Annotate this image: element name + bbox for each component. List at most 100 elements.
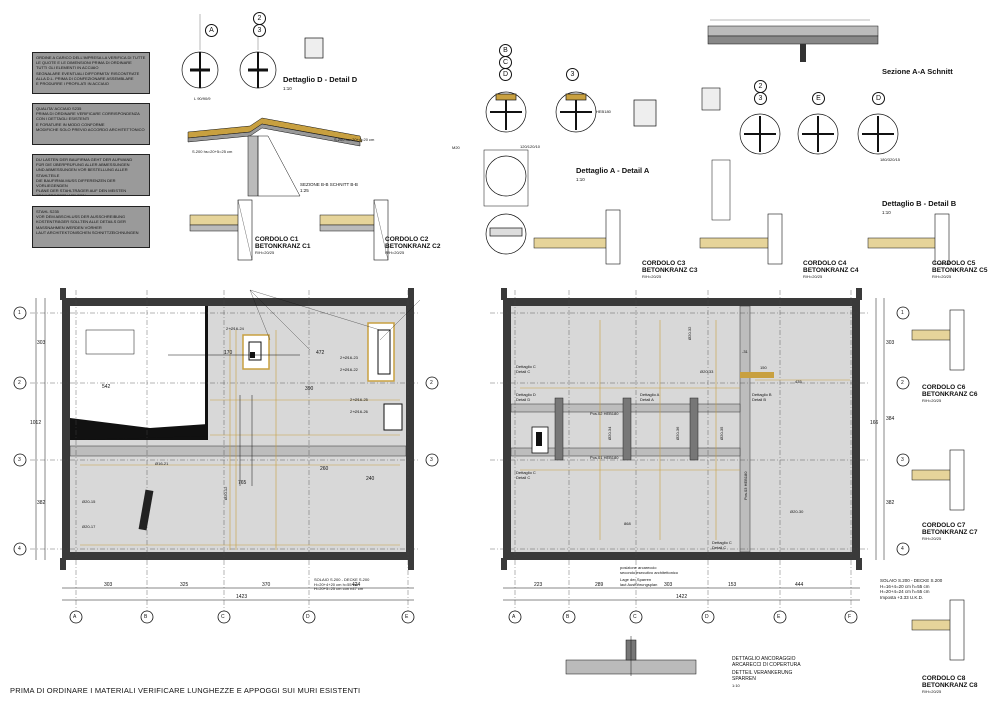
detail-b-title: Dettaglio B - Detail B bbox=[882, 199, 957, 208]
left-side-dim-3: 1012 bbox=[30, 420, 42, 426]
grid-bubble-d: D bbox=[499, 68, 512, 81]
right-callout-35: Ø20-35 bbox=[719, 426, 724, 440]
cordolo-c6-title: CORDOLO C6 bbox=[922, 384, 966, 391]
right-note-sparren: Lage der Sparren laut Ausführungsplan bbox=[620, 577, 658, 587]
row-label-4: 4 bbox=[18, 546, 21, 552]
right-dim-4: 153 bbox=[728, 582, 737, 588]
callout-22: 2+Ø16-22 bbox=[340, 367, 358, 372]
section-bb-drawing bbox=[187, 117, 363, 197]
left-dim-3: 370 bbox=[262, 582, 271, 588]
cordolo-c5-scale: R/H=20/25 bbox=[932, 274, 952, 279]
col-label-d: D bbox=[306, 614, 310, 620]
section-bb-title: SEZIONE B-B SCHNITT B-B bbox=[300, 182, 358, 187]
callout-26: 2+Ø16-26 bbox=[350, 409, 368, 414]
right-side-dim-2: 384 bbox=[886, 416, 895, 422]
right-side-dim-1: 303 bbox=[886, 340, 895, 346]
callout-21: Ø16-21 bbox=[155, 461, 169, 466]
grid-bubble-3c: 3 bbox=[754, 92, 767, 105]
cordolo-c2-scale: R/H=20/25 bbox=[385, 250, 405, 255]
row-label-2: 2 bbox=[18, 380, 21, 386]
col-label-a: A bbox=[73, 614, 77, 620]
cordolo-c5-title: CORDOLO C5 bbox=[932, 260, 976, 267]
beam-pos01: Pos.01 HEB180 bbox=[590, 455, 619, 460]
cordolo-c1-scale: R/H=20/25 bbox=[255, 250, 275, 255]
tag-detail-c-it-2: Dettaglio C bbox=[516, 470, 536, 475]
left-dim-2: 325 bbox=[180, 582, 189, 588]
cordolo-c3-c5-drawing bbox=[533, 209, 950, 265]
right-callout-150: 150 bbox=[760, 365, 767, 370]
label-plate-small: 120/120/10 bbox=[520, 144, 541, 149]
inner-dim-5: 260 bbox=[320, 466, 329, 472]
callout-17: Ø20-17 bbox=[82, 524, 96, 529]
cordolo-c6-sub: BETONKRANZ C6 bbox=[922, 391, 978, 398]
right-col-label-b: B bbox=[566, 614, 570, 620]
tag-detail-a-it: Dettaglio A bbox=[640, 392, 660, 397]
grid-bubble-3b: 3 bbox=[566, 68, 579, 81]
left-dim-4: 424 bbox=[352, 582, 361, 588]
grid-bubble-a: A bbox=[205, 24, 218, 37]
tag-detail-b-it: Dettaglio B bbox=[752, 392, 772, 397]
right-callout-34: Ø20-34 bbox=[607, 426, 612, 440]
left-dim-total: 1423 bbox=[236, 594, 248, 600]
right-col-label-f: F bbox=[848, 614, 852, 620]
right-dim-5: 444 bbox=[795, 582, 804, 588]
cordolo-c1-sub: BETONKRANZ C1 bbox=[255, 243, 311, 250]
right-solaio-note: SOLAIO S.200 - DECKE S.200 H=16+4=20 cm … bbox=[880, 578, 943, 600]
note-box-4: STAHL S235 VOR DEM ABSCHLUSS DER AUSSCHR… bbox=[32, 206, 150, 248]
right-col-label-d: D bbox=[705, 614, 709, 620]
right-side-dim-4: 382 bbox=[886, 500, 895, 506]
inner-dim-1: 472 bbox=[316, 350, 325, 356]
callout-25: 2+Ø16-25 bbox=[350, 397, 368, 402]
cordolo-c8-sub: BETONKRANZ C8 bbox=[922, 682, 978, 689]
tag-detail-b-de: Detail B bbox=[752, 397, 767, 402]
tag-detail-c-de-2: Detail C bbox=[516, 475, 531, 480]
row-label-3: 3 bbox=[18, 457, 21, 463]
detail-a-title: Dettaglio A - Detail A bbox=[576, 166, 650, 175]
tag-detail-c-it: Dettaglio C bbox=[516, 364, 536, 369]
row-label-3-mid: 3 bbox=[430, 457, 433, 463]
tag-detail-a-de: Detail A bbox=[640, 397, 654, 402]
label-slab-1: S.200 hs=20+5=25 cm bbox=[192, 149, 233, 154]
callout-24: 2+Ø16-24 bbox=[226, 326, 244, 331]
anchor-title: DETTAGLIO ANCORAGGIO ARCARECCI DI COPERT… bbox=[732, 656, 801, 668]
tag-detail-d-it: Dettaglio D bbox=[516, 392, 536, 397]
row-label-1: 1 bbox=[18, 310, 21, 316]
cordolo-c6-scale: R/H=20/25 bbox=[922, 398, 942, 403]
right-callout-33: Ø20-33 bbox=[700, 369, 714, 374]
cordolo-c5-sub: BETONKRANZ C5 bbox=[932, 267, 988, 274]
cordolo-c6-c8-drawing bbox=[911, 309, 965, 661]
grid-bubble-3: 3 bbox=[253, 24, 266, 37]
left-dim-1: 303 bbox=[104, 582, 113, 588]
detail-a-drawing bbox=[483, 91, 657, 255]
right-callout-30: Ø20-30 bbox=[790, 509, 804, 514]
beam-pos02: Pos.02 HEB180 bbox=[590, 411, 619, 416]
cordolo-c4-title: CORDOLO C4 bbox=[803, 260, 847, 267]
detail-b-scale: 1:10 bbox=[882, 210, 891, 215]
tag-detail-d-de: Detail D bbox=[516, 397, 531, 402]
anchor-sub: DETTEIL VERANKERUNG SPARREN bbox=[732, 670, 793, 682]
right-col-label-a: A bbox=[512, 614, 516, 620]
cordolo-c4-sub: BETONKRANZ C4 bbox=[803, 267, 859, 274]
right-dim-total: 1422 bbox=[676, 594, 688, 600]
cordolo-c2-sub: BETONKRANZ C2 bbox=[385, 243, 441, 250]
right-callout-31: -31 bbox=[742, 349, 748, 354]
callout-23: 2+Ø16-23 bbox=[340, 355, 358, 360]
left-plan bbox=[30, 288, 421, 620]
right-dim-2: 289 bbox=[595, 582, 604, 588]
cordolo-c8-scale: R/H=20/25 bbox=[922, 689, 942, 694]
detail-a-scale: 1:10 bbox=[576, 177, 585, 182]
detail-d-scale: 1:10 bbox=[283, 86, 292, 91]
right-dim-3: 303 bbox=[664, 582, 673, 588]
row-label-1-right: 1 bbox=[901, 310, 904, 316]
note-box-1: ORDINE A CARICO DELL'IMPRESA LA VERIFICA… bbox=[32, 52, 150, 94]
cordolo-c8-title: CORDOLO C8 bbox=[922, 675, 966, 682]
right-note-arcareccio: posizione arcareccio secondo esecutivo a… bbox=[620, 565, 679, 575]
cordolo-c3-title: CORDOLO C3 bbox=[642, 260, 686, 267]
cordolo-c7-sub: BETONKRANZ C7 bbox=[922, 529, 978, 536]
inner-dim-2: 390 bbox=[305, 386, 314, 392]
grid-bubble-d2: D bbox=[872, 92, 885, 105]
right-plan bbox=[490, 288, 885, 620]
cordolo-c2-title: CORDOLO C2 bbox=[385, 236, 429, 243]
tag-detail-c-it-3: Dettaglio C bbox=[712, 540, 732, 545]
cordolo-c3-scale: R/H=20/25 bbox=[642, 274, 662, 279]
